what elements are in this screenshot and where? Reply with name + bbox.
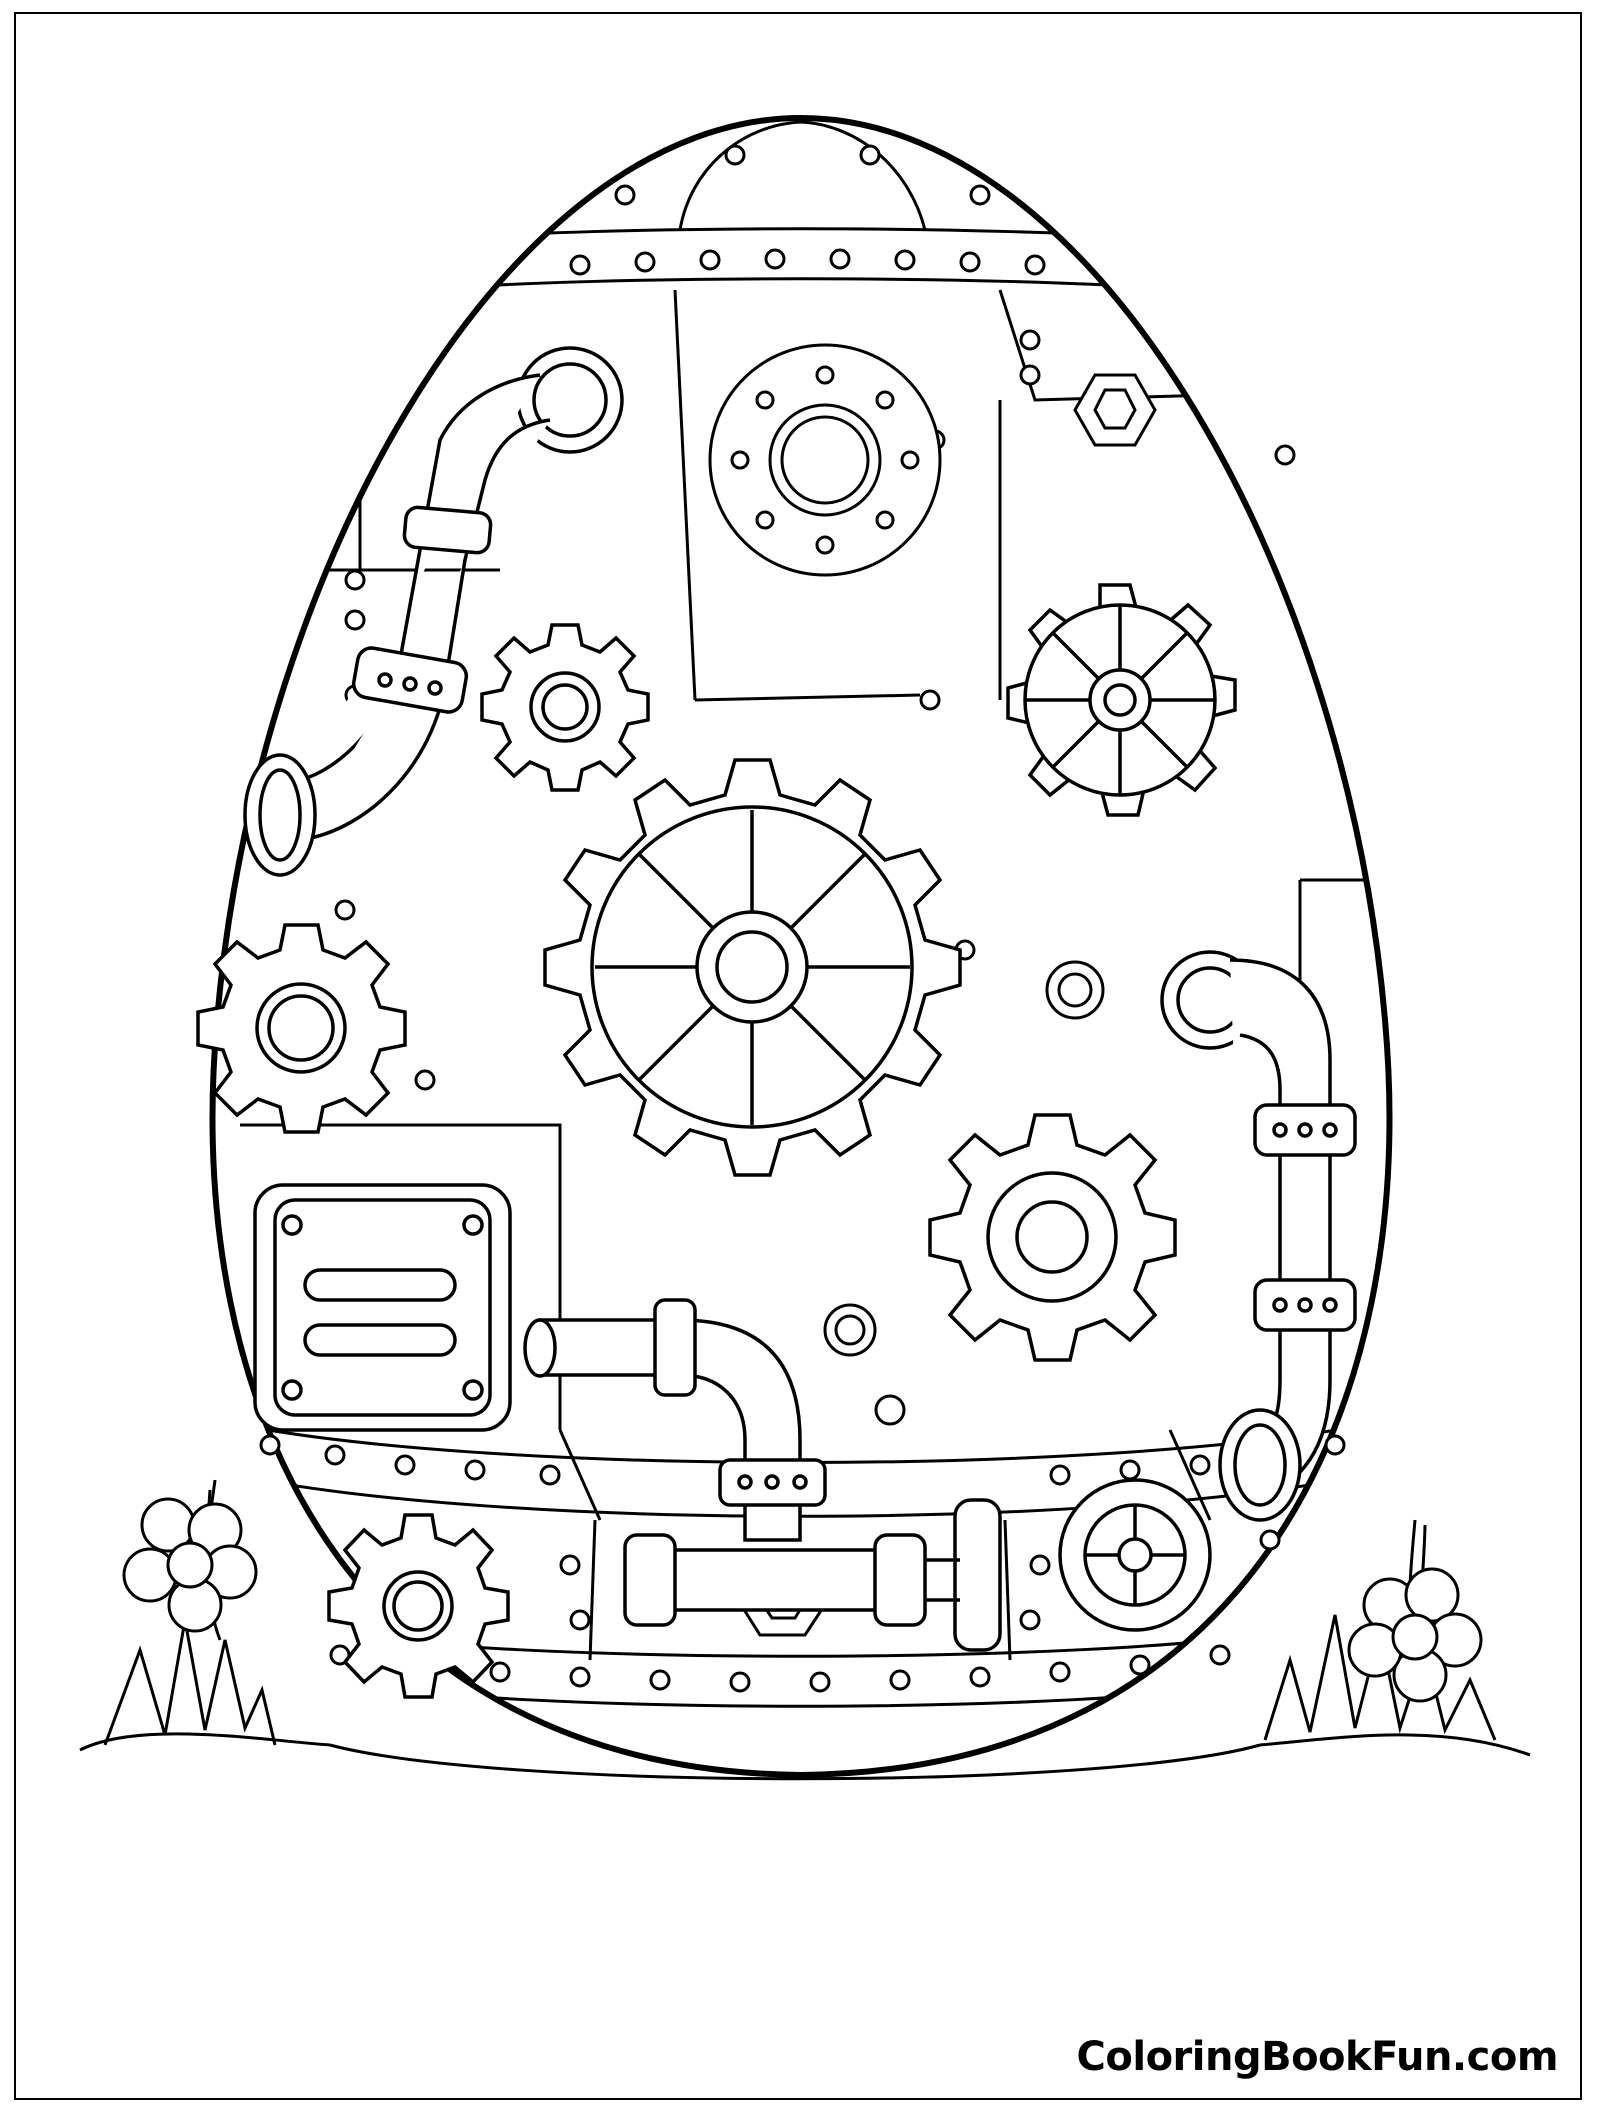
pipe-right-icon [1160,950,1357,1522]
gear-left-icon [196,923,407,1134]
pipe-bottom-icon [523,1298,1002,1652]
gear-large-icon [543,758,962,1177]
nameplate [253,1183,512,1432]
pipe-left-icon [243,346,624,877]
gear-bottom-left-icon [327,1513,510,1699]
gear-lower-right-icon [928,1113,1177,1362]
gear-upper-right-icon [1006,583,1237,817]
porthole [708,343,942,577]
watermark: ColoringBookFun.com [1076,2034,1559,2080]
gear-small-top-icon [480,623,650,792]
washers [823,960,1105,1426]
flower-left-icon [122,1497,258,1633]
page-border [14,12,1582,2100]
flower-right-icon [1347,1567,1483,1703]
valve-wheel-icon [1058,1478,1212,1632]
hex-nut-top-icon [1073,373,1157,447]
